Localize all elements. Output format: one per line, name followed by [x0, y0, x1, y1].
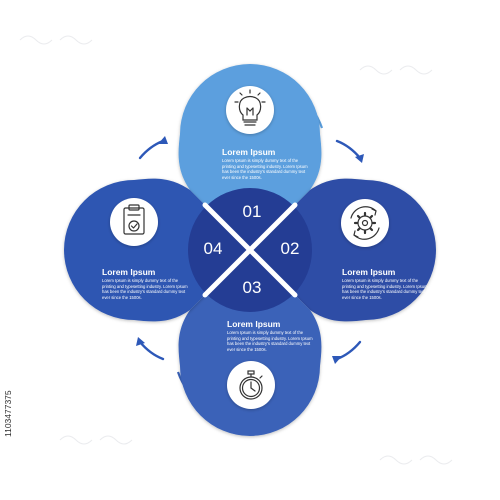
- step1-title: Lorem Ipsum: [222, 147, 276, 157]
- step3-number: 03: [242, 278, 262, 297]
- center-x-divider: [202, 202, 298, 298]
- watermark-id: 1103477375: [3, 390, 13, 437]
- icon-circle-step4: [110, 198, 158, 246]
- step2-number: 02: [280, 239, 300, 258]
- arrow-3-to-4: [138, 340, 165, 361]
- icon-circle-step1: [226, 86, 274, 134]
- step2-title: Lorem Ipsum: [342, 267, 396, 277]
- step2-text: Lorem Ipsum is simply dummy text of the …: [342, 278, 428, 300]
- step4-number: 04: [203, 239, 223, 258]
- clipboard-check-icon: [123, 204, 145, 235]
- arrow-1-to-2: [335, 139, 362, 160]
- arrow-heads: [136, 136, 364, 364]
- step3-text: Lorem Ipsum is simply dummy text of the …: [227, 330, 313, 352]
- stopwatch-icon: [239, 370, 263, 400]
- step4-text: Lorem Ipsum is simply dummy text of the …: [102, 278, 188, 300]
- step1-text: Lorem Ipsum is simply dummy text of the …: [222, 158, 308, 180]
- lightbulb-icon: [234, 89, 266, 126]
- watermark-pattern: [19, 35, 453, 465]
- step4-title: Lorem Ipsum: [102, 267, 156, 277]
- icon-circle-step2: [341, 199, 389, 247]
- step1-number: 01: [242, 202, 262, 221]
- step3-title: Lorem Ipsum: [227, 319, 281, 329]
- gear-cycle-icon: [350, 206, 380, 240]
